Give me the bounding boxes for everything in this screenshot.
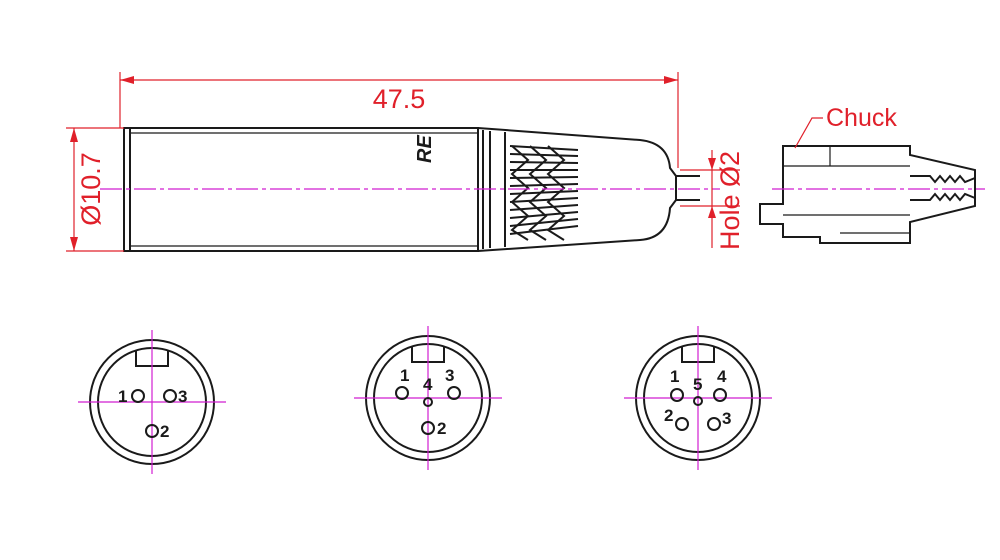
connector-side-view: RE (123, 127, 700, 252)
4pin-pin-1 (395, 386, 409, 400)
4pin-pin-3 (447, 386, 461, 400)
cable-stub (676, 175, 700, 201)
5pin-pin-1 (670, 388, 684, 402)
3pin-label-1: 1 (118, 387, 127, 406)
boot-outline (477, 127, 677, 252)
5pin-pin-5 (693, 396, 703, 406)
chuck-leader (794, 117, 823, 149)
diameter-dimension: Ø10.7 (66, 127, 124, 252)
front-view-3-pin: 1 3 2 (78, 330, 226, 474)
5pin-label-4: 4 (717, 367, 727, 386)
hole-label: Hole Ø2 (715, 151, 745, 250)
chuck-label: Chuck (826, 104, 897, 132)
5pin-label-2: 2 (664, 406, 673, 425)
4pin-pin-2 (421, 421, 435, 435)
length-label: 47.5 (373, 84, 426, 114)
chuck-detail: Chuck (759, 104, 976, 244)
4pin-pin-4 (423, 397, 433, 407)
3pin-pin-2 (145, 424, 159, 438)
brand-mark: RE (414, 135, 436, 163)
5pin-label-3: 3 (722, 409, 731, 428)
5pin-pin-3 (707, 417, 721, 431)
4pin-label-2: 2 (437, 419, 446, 438)
hole-dimension: Hole Ø2 (680, 150, 745, 250)
length-dimension: 47.5 (119, 72, 679, 168)
4pin-label-4: 4 (423, 375, 433, 394)
4pin-label-1: 1 (400, 366, 409, 385)
5pin-pin-2 (675, 417, 689, 431)
3pin-label-3: 3 (178, 387, 187, 406)
5pin-label-1: 1 (670, 367, 679, 386)
front-view-5-pin: 1 5 4 2 3 (624, 326, 772, 470)
chuck-outline (759, 145, 976, 244)
3pin-pin-3 (163, 389, 177, 403)
5pin-pin-4 (713, 388, 727, 402)
chuck-teeth (910, 174, 976, 202)
4pin-label-3: 3 (445, 366, 454, 385)
3pin-label-2: 2 (160, 422, 169, 441)
grip-ribs (509, 145, 579, 241)
diameter-label: Ø10.7 (76, 152, 106, 226)
3pin-pin-1 (131, 389, 145, 403)
front-view-4-pin: 1 4 3 2 (354, 326, 502, 470)
5pin-label-5: 5 (693, 375, 702, 394)
